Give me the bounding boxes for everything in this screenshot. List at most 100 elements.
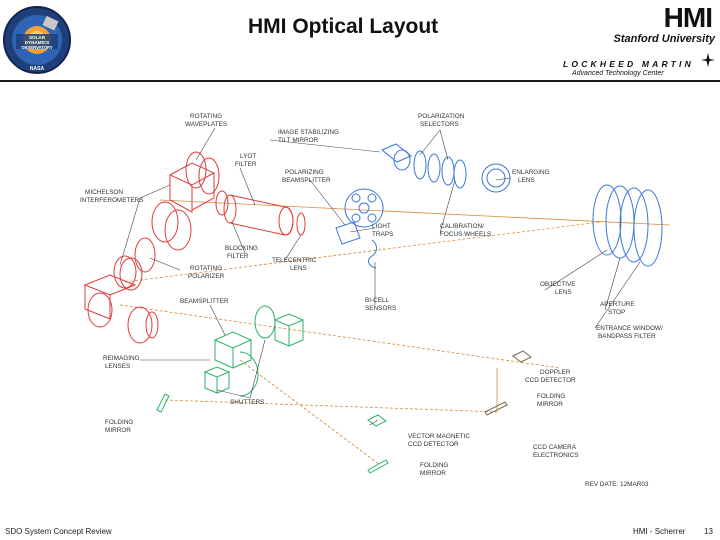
svg-text:FOCUS WHEELS: FOCUS WHEELS [440,231,491,238]
label-entrance-window-2: BANDPASS FILTER [598,333,656,340]
label-lyot-filter-1: LYOT [240,153,256,160]
svg-text:FOLDING: FOLDING [420,462,448,469]
svg-text:TILT MIRROR: TILT MIRROR [278,137,319,144]
label-reimaging-lenses-2: LENSES [105,363,130,370]
label-telecentric-lens-2: LENS [290,265,307,272]
label-reimaging-lenses-1: REIMAGING [103,355,140,362]
label-enlarging-lens-1: ENLARGING [512,169,550,176]
label-doppler-ccd-1: DOPPLER [540,369,571,376]
label-bicell-2: SENSORS [365,305,396,312]
label-objective-lens-1: OBJECTIVE [540,281,576,288]
svg-text:CCD CAMERA: CCD CAMERA [533,444,577,451]
svg-text:MIRROR: MIRROR [105,427,131,434]
label-calibration-focus-2: FOCUS WHEELS [440,231,491,238]
svg-text:STOP: STOP [608,309,625,316]
svg-text:POLARIZING: POLARIZING [285,169,324,176]
label-rotating-polarizer-1: ROTATING [190,265,222,272]
label-polarizing-beamsplitter-1: POLARIZING [285,169,324,176]
svg-text:ROTATING: ROTATING [190,113,222,120]
svg-text:MIRROR: MIRROR [420,470,446,477]
grey-optics [484,350,532,416]
label-image-stabilizing-1: IMAGE STABILIZING [278,129,339,136]
beam-paths [119,199,671,466]
label-calibration-focus-1: CALIBRATION/ [440,223,484,230]
footer-review-title: SDO System Concept Review [5,527,112,536]
label-folding-mirror-left-1: FOLDING [105,419,133,426]
svg-text:BLOCKING: BLOCKING [225,245,258,252]
svg-text:BEAMSPLITTER: BEAMSPLITTER [180,298,229,305]
label-folding-mirror-left-2: MIRROR [105,427,131,434]
label-michelson-2: INTERFEROMETERS [80,197,144,204]
label-polarizing-beamsplitter-2: BEAMSPLITTER [282,177,331,184]
svg-text:POLARIZATION: POLARIZATION [418,113,465,120]
lockheed-star-icon [701,53,715,67]
label-aperture-stop-1: APERTURE [600,301,635,308]
label-polarization-selectors-2: SELECTORS [420,121,459,128]
label-folding-mirror-bottom-2: MIRROR [420,470,446,477]
label-enlarging-lens-2: LENS [518,177,535,184]
label-blocking-filter-1: BLOCKING [225,245,258,252]
lockheed-martin-wordmark: LOCKHEED MARTIN [563,59,694,69]
label-light-traps-2: TRAPS [372,231,393,238]
svg-text:CALIBRATION/: CALIBRATION/ [440,223,484,230]
header-rule [0,80,720,82]
svg-text:INTERFEROMETERS: INTERFEROMETERS [80,197,144,204]
svg-text:SENSORS: SENSORS [365,305,396,312]
svg-text:MIRROR: MIRROR [537,401,563,408]
svg-text:WAVEPLATES: WAVEPLATES [185,121,227,128]
logo-line3: OBSERVATORY [21,45,53,50]
svg-text:LENS: LENS [555,289,572,296]
label-rotating-waveplates-1: ROTATING [190,113,222,120]
component-labels: ROTATING WAVEPLATES IMAGE STABILIZING TI… [80,113,663,488]
label-ccd-electronics-2: ELECTRONICS [533,452,578,459]
svg-text:SELECTORS: SELECTORS [420,121,459,128]
svg-text:ENLARGING: ENLARGING [512,169,550,176]
sdo-logo: SOLAR DYNAMICS OBSERVATORY NASA [3,6,71,74]
svg-text:TELECENTRIC: TELECENTRIC [272,257,317,264]
svg-text:SHUTTERS: SHUTTERS [230,399,264,406]
svg-text:CCD DETECTOR: CCD DETECTOR [408,441,459,448]
svg-text:MICHELSON: MICHELSON [85,189,123,196]
svg-text:IMAGE STABILIZING: IMAGE STABILIZING [278,129,339,136]
svg-text:BI-CELL: BI-CELL [365,297,390,304]
svg-text:FOLDING: FOLDING [105,419,133,426]
svg-text:BEAMSPLITTER: BEAMSPLITTER [282,177,331,184]
svg-text:ELECTRONICS: ELECTRONICS [533,452,578,459]
label-image-stabilizing-2: TILT MIRROR [278,137,319,144]
label-folding-mirror-bottom-1: FOLDING [420,462,448,469]
label-entrance-window-1: ENTRANCE WINDOW/ [596,325,663,332]
label-folding-mirror-right-1: FOLDING [537,393,565,400]
label-vector-ccd-1: VECTOR MAGNETIC [408,433,470,440]
atc-label: Advanced Technology Center [572,70,664,77]
stanford-label: Stanford University [613,33,715,45]
svg-text:REV DATE: 12MAR03: REV DATE: 12MAR03 [585,481,649,488]
label-beamsplitter: BEAMSPLITTER [180,298,229,305]
svg-text:DOPPLER: DOPPLER [540,369,571,376]
svg-text:APERTURE: APERTURE [600,301,635,308]
svg-text:LENS: LENS [518,177,535,184]
svg-text:FILTER: FILTER [235,161,257,168]
label-bicell-1: BI-CELL [365,297,390,304]
hmi-wordmark: HMI [663,2,713,33]
svg-text:ENTRANCE WINDOW/: ENTRANCE WINDOW/ [596,325,663,332]
svg-text:LENS: LENS [290,265,307,272]
logo-agency: NASA [30,66,45,72]
svg-text:VECTOR MAGNETIC: VECTOR MAGNETIC [408,433,470,440]
label-lyot-filter-2: FILTER [235,161,257,168]
label-rotating-waveplates-2: WAVEPLATES [185,121,227,128]
svg-text:CCD DETECTOR: CCD DETECTOR [525,377,576,384]
logo-line2: DYNAMICS [25,40,50,45]
label-doppler-ccd-2: CCD DETECTOR [525,377,576,384]
label-rev-date: REV DATE: 12MAR03 [585,481,649,488]
label-shutters: SHUTTERS [230,399,264,406]
label-light-traps-1: LIGHT [372,223,391,230]
footer-page-number: 13 [704,527,713,536]
svg-text:OBJECTIVE: OBJECTIVE [540,281,576,288]
svg-text:TRAPS: TRAPS [372,231,393,238]
svg-text:LYOT: LYOT [240,153,256,160]
label-polarization-selectors-1: POLARIZATION [418,113,465,120]
svg-text:LIGHT: LIGHT [372,223,391,230]
red-optics [83,151,306,344]
optical-layout-diagram: ROTATING WAVEPLATES IMAGE STABILIZING TI… [80,113,671,488]
leader-lines [119,127,641,426]
